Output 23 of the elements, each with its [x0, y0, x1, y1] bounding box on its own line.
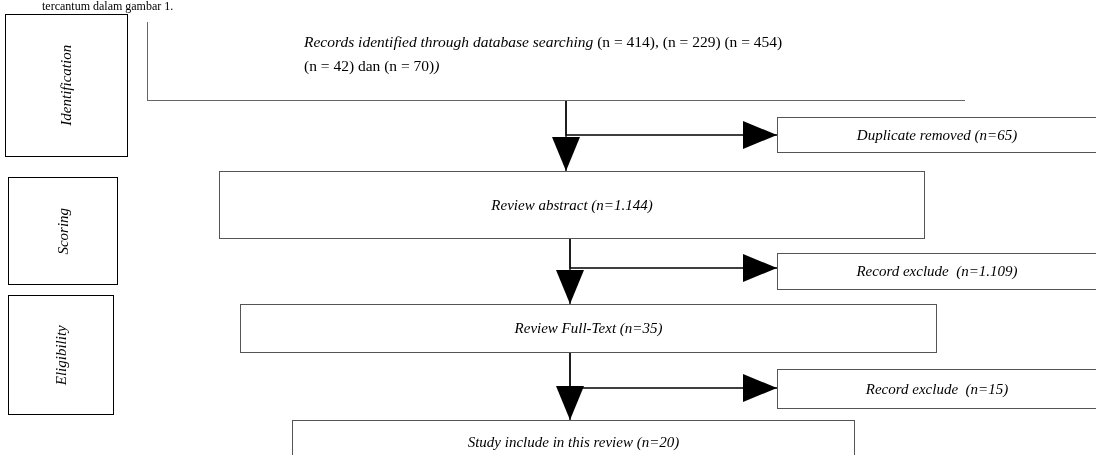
caption-text: tercantum dalam gambar 1.: [42, 0, 174, 12]
stage-label: Scoring: [53, 207, 72, 255]
arrow: [565, 100, 778, 149]
process-box: [777, 369, 1096, 409]
box-text: Duplicate removed (n=65): [856, 125, 1018, 145]
process-box: [777, 253, 1096, 290]
box-text: Record exclude (n=1.109): [856, 262, 1018, 282]
stage-label: Eligibility: [51, 325, 70, 385]
stage-box: [8, 295, 114, 415]
process-box: [219, 171, 925, 239]
box-text: Review abstract (n=1.144): [491, 195, 653, 215]
process-box: [292, 420, 855, 455]
process-box: [240, 304, 937, 353]
box-text: Review Full-Text (n=35): [514, 319, 663, 339]
arrow: [569, 352, 778, 402]
stage-box: [8, 177, 118, 285]
stage-box: [5, 14, 128, 157]
box-text: Study include in this review (n=20): [467, 433, 680, 453]
process-box: [777, 117, 1096, 153]
stage-label: Identification: [57, 45, 76, 126]
box-text: Records identified through database searching (n = 414), (n = 229) (n = 454) (n = 42) dan (n = 70)): [304, 32, 784, 76]
box-text: Record exclude (n=15): [865, 379, 1009, 399]
arrow: [569, 238, 778, 282]
